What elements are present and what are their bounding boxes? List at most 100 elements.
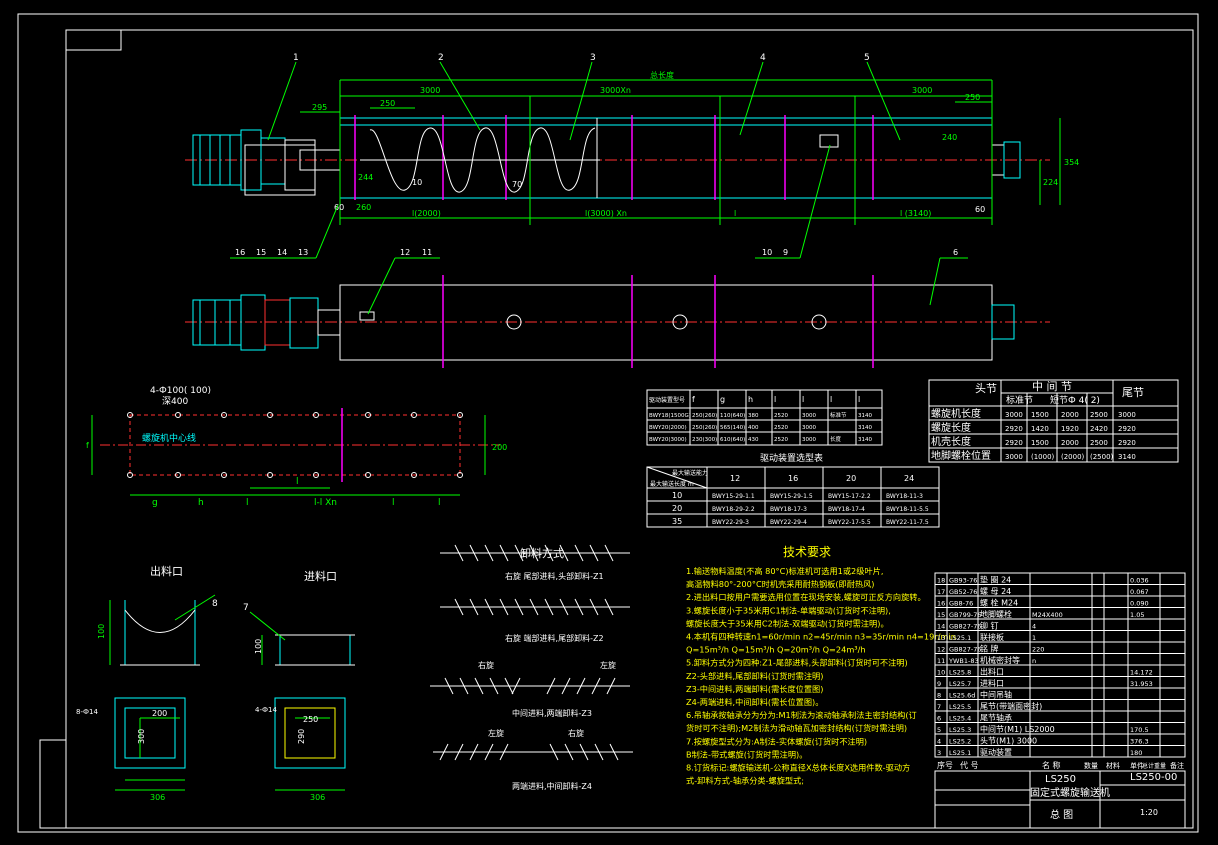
tech-line: 式-卸料方式-轴承分类-螺旋型式; <box>686 776 804 786</box>
drive-size-cell: 250(260) <box>692 413 717 419</box>
bom-cell: 中间吊轴 <box>980 690 1012 700</box>
len-sub-short: 短节Ф 4( 2) <box>1050 394 1100 406</box>
drive-size-header: l <box>858 395 860 404</box>
dim-3000-right: 3000 <box>912 86 932 95</box>
inlet-holes: 4-Ф14 <box>255 706 277 714</box>
bom-cell: 铆 钉 <box>980 621 999 631</box>
bom-cell: 0.090 <box>1130 600 1149 608</box>
drive-size-header: l <box>802 395 804 404</box>
bom-cell: 5 <box>937 726 941 734</box>
callout-12: 12 <box>400 248 410 257</box>
mode-z3-left: 右旋 <box>478 660 494 670</box>
drive-size-cell: 3140 <box>858 437 872 443</box>
bom-cell: 16 <box>937 600 945 608</box>
drive-select-cell: BWY15-17-2.2 <box>828 493 871 500</box>
tech-line: 1.输送物料温度(不高 80°C)标准机可选用1或2级叶片, <box>686 566 883 576</box>
tech-line: Q=15m³/h Q=15m³/h Q=20m³/h Q=24m³/h <box>686 645 866 655</box>
bom-cell: 出料口 <box>980 667 1004 677</box>
drive-select-title: 驱动装置选型表 <box>760 452 823 464</box>
plan-view: 12 11 6 <box>185 248 1050 368</box>
length-cell: 2920 <box>1118 439 1136 447</box>
outer-frame <box>17 13 1199 833</box>
outlet-detail: 出料口 100 8 200 300 306 8-Ф14 <box>76 564 218 802</box>
drive-select-corner-top: 最大输送能力 <box>672 469 708 477</box>
drive-select-table: 驱动装置选型表 最大输送能力 最大输送长度 m <box>646 452 940 528</box>
tech-line: 2.进出料口按用户需要选用位置在现场安装,螺旋可正反方向旋转。 <box>686 592 926 602</box>
inlet-290: 290 <box>297 729 306 744</box>
screw-flight-top <box>369 127 596 193</box>
bom-f-total: 总计重量 <box>1142 762 1166 770</box>
outlet-306: 306 <box>150 793 165 802</box>
bom-cell: GB93-76 <box>949 577 977 585</box>
bom-cell: 1 <box>1032 634 1036 642</box>
dim-260: 260 <box>356 203 371 212</box>
bom-cell: 1.05 <box>1130 611 1144 619</box>
drive-size-cell: 长度 <box>830 435 842 443</box>
length-cell: 3140 <box>1118 453 1136 461</box>
discharge-modes: 卸料方式 右旋 尾部进料,头部卸料-Z1 右旋 端部进料,尾部卸料-Z2 右旋 … <box>430 544 633 791</box>
tech-line: Z3-中间进料,两端卸料(需长度位置图) <box>686 684 823 694</box>
drive-select-cell: BWY18-11-3 <box>886 493 923 500</box>
drive-size-cell: BWY20(2000) <box>649 425 687 431</box>
mode-z4-left: 左旋 <box>488 728 504 738</box>
length-cell: (2500) <box>1090 453 1114 461</box>
bom-cell: 联接板 <box>980 632 1004 642</box>
drive-select-col: 12 <box>730 474 740 483</box>
mode-z2: 右旋 端部进料,尾部卸料-Z2 <box>505 633 604 643</box>
bom-cell: GB8-76 <box>949 600 973 608</box>
bom-cell: YWB1-83 <box>948 657 979 665</box>
drive-select-cell: BWY22-11-7.5 <box>886 519 929 526</box>
drive-select-cell: BWY18-29-2.2 <box>712 506 755 513</box>
length-cell: 2920 <box>1005 425 1023 433</box>
bom-cell: M24X400 <box>1032 611 1063 619</box>
length-cell: 1500 <box>1031 439 1049 447</box>
length-cell: 1500 <box>1031 411 1049 419</box>
dim-250: 250 <box>380 99 395 108</box>
left-strip <box>39 739 67 829</box>
bom-cell: 220 <box>1032 646 1044 654</box>
bom-cell: 180 <box>1130 749 1142 757</box>
title-scale: 1:20 <box>1140 808 1158 817</box>
mode-z4: 两端进料,中间卸料-Z4 <box>512 781 592 791</box>
found-h: h <box>198 498 204 508</box>
drive-size-header: l <box>774 395 776 404</box>
tech-line: B制法-带式螺旋(订货时需注明)。 <box>686 749 807 759</box>
drive-size-cell: 610(640) <box>720 437 745 443</box>
found-l2: l <box>296 477 299 487</box>
dim-total-length: 总长度 <box>650 70 674 80</box>
drive-size-header: f <box>692 395 695 404</box>
length-cell: 地脚螺栓位置 <box>931 449 991 462</box>
dim-l-2000: l(2000) <box>412 209 441 218</box>
drive-size-header: l <box>830 395 832 404</box>
bom-cell: GB52-76 <box>949 588 977 596</box>
drive-select-cell: BWY22-29-3 <box>712 519 749 526</box>
drive-select-len: 35 <box>672 517 682 526</box>
tech-line: 5.卸料方式分为四种:Z1-尾部进料,头部卸料(订货时可不注明) <box>686 658 908 668</box>
found-bolt: 4-Ф100( 100) <box>150 386 211 396</box>
bom-cell: 4 <box>937 738 941 746</box>
length-cell: 螺旋机长度 <box>931 407 981 420</box>
bom-f-mat: 材料 <box>1106 761 1120 770</box>
inlet-callout-7: 7 <box>243 603 249 613</box>
mode-z4-right: 右旋 <box>568 728 584 738</box>
drive-select-cell: BWY18-17-4 <box>828 506 865 513</box>
length-cell: 3000 <box>1005 453 1023 461</box>
length-cell: 螺旋长度 <box>931 421 971 434</box>
inlet-100: 100 <box>254 639 263 654</box>
callout-4: 4 <box>760 53 766 63</box>
bom-cell: 376.3 <box>1130 738 1149 746</box>
title-name: 固定式螺旋输送机 <box>1030 786 1110 799</box>
inlet-250: 250 <box>303 715 318 724</box>
mode-z3-right: 左旋 <box>600 660 616 670</box>
length-cell: 2500 <box>1090 439 1108 447</box>
bom-cell: GB799-76 <box>949 611 982 619</box>
bom-cell: 18 <box>937 577 945 585</box>
dim-295: 295 <box>312 103 327 112</box>
drive-select-col: 24 <box>904 474 914 483</box>
drive-size-cell: 2520 <box>774 413 788 419</box>
bom-cell: 15 <box>937 611 945 619</box>
bom-cell: LS25.3 <box>949 726 971 734</box>
